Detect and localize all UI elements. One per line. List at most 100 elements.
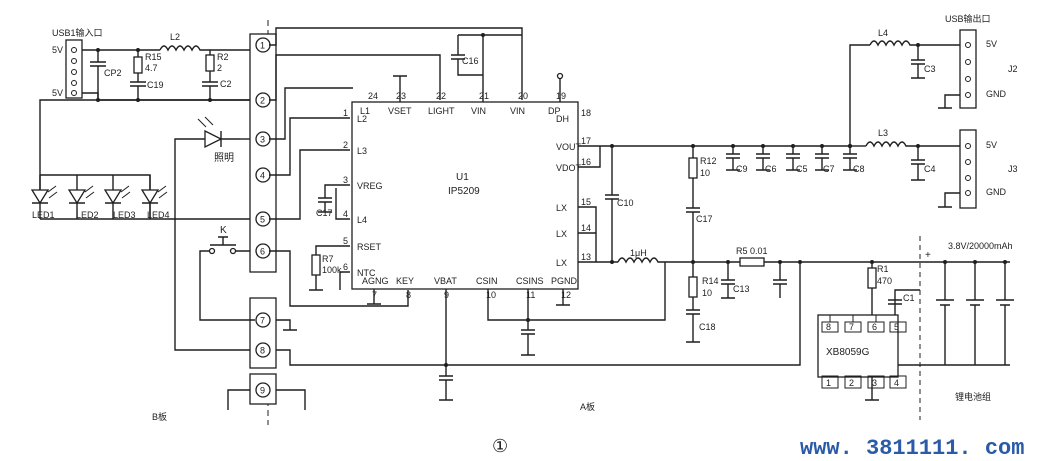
- r12-label: R12: [700, 156, 717, 166]
- ic-pin-name: DH: [556, 114, 569, 124]
- usb-in-5v-top: 5V: [52, 45, 63, 55]
- battery-cell: [996, 262, 1014, 365]
- output-capacitor: [843, 146, 857, 171]
- connector-pin-label: 2: [260, 96, 265, 106]
- xb-pin-number: 5: [894, 322, 899, 332]
- led-1: [30, 189, 50, 205]
- l3-inductor: [865, 141, 960, 148]
- r5-resistor: [739, 257, 765, 267]
- c8-label: C8: [853, 164, 865, 174]
- l2-label: L2: [170, 32, 180, 42]
- j2-body: [959, 29, 977, 109]
- ic-pin-number: 4: [343, 209, 348, 219]
- ic-pin-number: 13: [581, 252, 591, 262]
- connector-pin-label: 3: [260, 135, 265, 145]
- l3-label: L3: [878, 128, 888, 138]
- ic-pin-number: 6: [343, 262, 348, 272]
- usb-output-j2: USB输出口 5V GND J2: [945, 13, 1018, 109]
- r7-resistor: [311, 254, 321, 276]
- r7-value: 100k: [322, 265, 342, 275]
- led-3: [103, 189, 123, 205]
- connector-pin-9: [255, 382, 271, 398]
- ic-name: U1: [456, 172, 469, 183]
- ic-pin-number: 12: [561, 290, 571, 300]
- c10-label: C10: [617, 198, 634, 208]
- r2-resistor: [205, 54, 215, 72]
- inductor-label: 1μH: [630, 248, 647, 258]
- r15-resistor: [133, 56, 143, 74]
- battery-group-label: 锂电池组: [955, 391, 991, 402]
- ic-pin-name: PGND: [551, 276, 578, 286]
- board-a-label: A板: [580, 401, 595, 412]
- xb-pin-number: 8: [826, 322, 831, 332]
- ic-pin-name: VIN: [510, 106, 525, 116]
- ic-pin-name: VIN: [471, 106, 486, 116]
- j3-body: [959, 129, 977, 209]
- ic-pin-number: 17: [581, 136, 591, 146]
- ic-part: IP5209: [448, 186, 480, 197]
- ic-pin-name: CSINS: [516, 276, 544, 286]
- r15-value: 4.7: [145, 63, 158, 73]
- r1-resistor: [867, 267, 877, 289]
- connector-pin-label: 6: [260, 247, 265, 257]
- connector-pin-label: 1: [260, 41, 265, 51]
- ic-pin-number: 22: [436, 91, 446, 101]
- xb-pin-number: 1: [826, 378, 831, 388]
- connector-pin-7: [255, 312, 271, 328]
- led2-label: LED2: [76, 210, 99, 220]
- figure-number: ①: [492, 436, 508, 457]
- ic-pin-number: 10: [486, 290, 496, 300]
- xb-pin-number: 2: [849, 378, 854, 388]
- c6-label: C6: [765, 164, 777, 174]
- c4-label: C4: [924, 164, 936, 174]
- led-4: [140, 189, 160, 205]
- r2-label: R2: [217, 52, 229, 62]
- r1-value: 470: [877, 276, 892, 286]
- output-capacitor: [786, 146, 800, 171]
- ic-pin-name: NTC: [357, 268, 376, 278]
- xb-pin-number: 7: [849, 322, 854, 332]
- l2-inductor: [159, 45, 255, 52]
- c17-right-label: C17: [696, 214, 713, 224]
- ic-pin-name: CSIN: [476, 276, 498, 286]
- ic-pin-name: RSET: [357, 242, 382, 252]
- c18-label: C18: [699, 322, 716, 332]
- r14-resistor: [688, 276, 698, 298]
- j3-5v-label: 5V: [986, 140, 997, 150]
- light-led: [204, 129, 223, 149]
- c16-label: C16: [462, 56, 479, 66]
- usb-input-connector: USB1输入口 5V 5V: [52, 27, 103, 99]
- ic-pin-number: 18: [581, 108, 591, 118]
- l4-label: L4: [878, 28, 888, 38]
- ic-pin-name: LX: [556, 229, 567, 239]
- ic-pin-name: VREG: [357, 181, 383, 191]
- j2-gnd-label: GND: [986, 89, 1007, 99]
- r2-value: 2: [217, 63, 222, 73]
- battery-cell: [966, 262, 984, 365]
- ic-pin-name: AGNG: [362, 276, 389, 286]
- connector-pin-8: [255, 342, 271, 358]
- c7-label: C7: [823, 164, 835, 174]
- r15-label: R15: [145, 52, 162, 62]
- ic-pin-number: 2: [343, 140, 348, 150]
- l4-inductor: [869, 40, 960, 47]
- ic-pin-number: 1: [343, 108, 348, 118]
- output-capacitor: [756, 146, 770, 171]
- c19-label: C19: [147, 80, 164, 90]
- c1-label: C1: [903, 293, 915, 303]
- r7-label: R7: [322, 254, 334, 264]
- xb8059g-label: XB8059G: [826, 347, 870, 358]
- board-b-label: B板: [152, 411, 167, 422]
- ic-pin-name: VBAT: [434, 276, 457, 286]
- ic-pin-number: 8: [406, 290, 411, 300]
- ic-pin-number: 16: [581, 157, 591, 167]
- ic-pin-name: LX: [556, 258, 567, 268]
- j2-5v-label: 5V: [986, 39, 997, 49]
- connector-pin-label: 4: [260, 171, 265, 181]
- connector-pin-label: 7: [260, 316, 265, 326]
- c17-left-label: C17: [316, 208, 333, 218]
- output-capacitor: [815, 146, 829, 171]
- inductor-1uh: [617, 257, 740, 264]
